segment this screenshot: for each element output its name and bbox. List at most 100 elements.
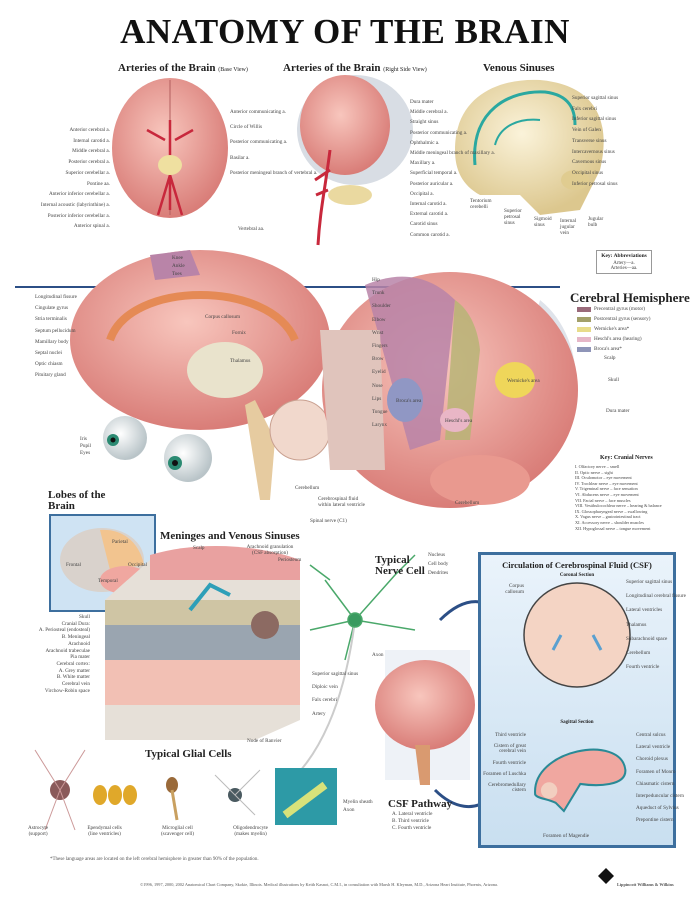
label: Interpeduncular cistern: [636, 793, 684, 800]
label: Common carotid a.: [410, 231, 450, 238]
venous-sinuses-title: Venous Sinuses: [483, 62, 555, 74]
cell-name: Oligodendrocyte: [233, 825, 268, 831]
label: A. Periosteal (endosteal): [38, 627, 90, 634]
label: Thalamus: [626, 621, 647, 628]
label: Hip: [372, 277, 380, 283]
cell-note: (scavenger cell): [160, 831, 194, 837]
label: Cerebral vein: [61, 681, 90, 688]
label: Falx cerebri: [572, 105, 597, 112]
label: Fourth ventricle: [492, 759, 526, 766]
label: Cell body: [428, 561, 449, 568]
label: Superior sagittal sinus: [572, 95, 619, 101]
label: VIII. Vestibulocochlear nerve – hearing …: [575, 503, 662, 509]
label: Superior petrosal sinus: [504, 208, 522, 226]
legend-swatch: [577, 346, 591, 352]
label: Septal nuclei: [35, 350, 62, 357]
glial-cell-labels: Astrocyte(support)Ependymal cells(line v…: [28, 825, 268, 837]
label: XI. Accessory nerve – shoulder muscles: [575, 519, 644, 525]
cerebellum-label: Cerebellum: [295, 485, 320, 491]
corpus-callosum-csf-label: Corpus callosum: [505, 583, 524, 595]
key-item: Arteries—aa.: [610, 266, 638, 271]
label: Eyes: [80, 450, 91, 457]
label: Sigmoid sinus: [534, 216, 552, 228]
dura-mater-label: Dura mater: [606, 408, 630, 414]
occipital-label: Occipital: [128, 562, 148, 568]
label: Posterior inferior cerebellar a.: [47, 212, 110, 219]
label: Tongue: [372, 409, 388, 416]
label: Prepontine cistern: [636, 817, 674, 824]
label: Middle cerebral a.: [72, 148, 110, 155]
label: Cranial Dura:: [61, 620, 90, 627]
label: II. Optic nerve – sight: [575, 469, 613, 475]
meninges-block: [105, 545, 300, 740]
frontal-label: Frontal: [66, 562, 81, 568]
label: Elbow: [372, 316, 386, 323]
label: Central sulcus: [636, 732, 666, 738]
label: Eyelid: [372, 369, 386, 376]
cell-name: Astrocyte: [28, 825, 49, 831]
midsagittal-brain: [70, 250, 331, 500]
label: Pia mater: [70, 654, 90, 661]
key-item: Artery—a.: [613, 261, 635, 266]
label: Lateral ventricles: [626, 607, 663, 614]
arteries-base-title: Arteries of the Brain (Base View): [118, 62, 248, 74]
label: Pupil: [80, 443, 91, 450]
legend-item: Heschl's area (hearing): [577, 336, 650, 342]
spinal-nerve-label: Spinal nerve (C1): [310, 518, 347, 524]
label: Septum pellucidum: [35, 327, 76, 334]
label: Jugular bulb: [588, 216, 604, 228]
nerve-cell-title: Typical Nerve Cell: [375, 554, 425, 577]
label: B. Meningeal: [61, 634, 90, 641]
csf-sections: [523, 582, 631, 813]
label: Myelin sheath: [343, 799, 373, 805]
skull-label: Skull: [608, 377, 619, 383]
label: Wrist: [372, 329, 384, 336]
label: Diploic vein: [312, 684, 338, 691]
label: Anterior spinal a.: [73, 223, 110, 230]
publisher-logo: Lippincott Williams & Wilkins: [617, 882, 674, 887]
label: Posterior cerebral a.: [68, 159, 110, 166]
glial-title: Typical Glial Cells: [145, 748, 232, 760]
label: Cistern of great cerebral vein: [493, 743, 526, 755]
fornix-label: Fornix: [232, 330, 246, 336]
lateral-brain: [320, 272, 578, 508]
cell-name: Microglial cell: [162, 825, 193, 831]
label: Virchow-Robin space: [44, 687, 90, 694]
csf-pathway-brain: [375, 600, 488, 809]
label: Foramen of Monro: [636, 768, 676, 775]
csf-panel: Circulation of Cerebrospinal Fluid (CSF)…: [478, 552, 686, 848]
label: Posterior auricular a.: [410, 180, 454, 187]
label: Superior cerebellar a.: [65, 169, 110, 176]
legend-label: Heschl's area (hearing): [594, 336, 642, 342]
temporal-label: Temporal: [98, 578, 118, 584]
label: Iris: [80, 436, 87, 442]
label: Artery: [312, 710, 326, 717]
coronal-title: Coronal Section: [559, 573, 595, 578]
label: Skull: [79, 614, 90, 620]
legend-label: Broca's area*: [594, 346, 622, 352]
label: I. Olfactory nerve – smell: [575, 464, 620, 469]
label: Cerebromedullary cistern: [488, 782, 526, 794]
label: V. Trigeminal nerve – face sensation: [575, 486, 638, 492]
csf-title: Circulation of Cerebrospinal Fluid (CSF): [502, 560, 652, 570]
label: Nucleus: [428, 552, 445, 558]
label: Subarachnoid space: [626, 635, 668, 642]
legend-label: Wernicke's area*: [594, 326, 630, 332]
label: Nose: [372, 382, 383, 389]
label: Axon: [343, 807, 355, 814]
heschls-area-label: Heschl's area: [445, 418, 473, 424]
poster-title: ANATOMY OF THE BRAIN: [120, 12, 570, 51]
label: Tentorium cerebelli: [470, 198, 492, 210]
label: Ankle: [172, 263, 185, 270]
legend-swatch: [577, 336, 591, 342]
label: VII. Facial nerve – face muscles: [575, 497, 631, 503]
sagittal-title: Sagittal Section: [560, 720, 594, 725]
label: Larynx: [372, 422, 387, 429]
